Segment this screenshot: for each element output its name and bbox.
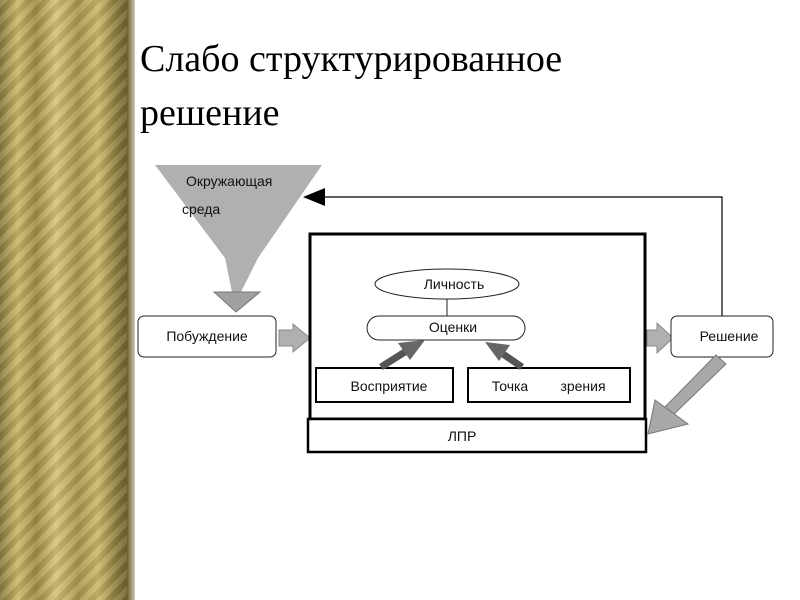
decision-label: Решение <box>700 328 759 344</box>
personality-label: Личность <box>424 276 485 292</box>
feedback-line <box>323 196 723 318</box>
perception-label: Восприятие <box>351 378 428 394</box>
environment-label-line-1: Окружающая <box>186 173 272 189</box>
decision-box <box>670 315 774 358</box>
decision-maker-bar <box>306 417 648 454</box>
viewpoint-box <box>467 367 631 403</box>
decision-to-decision-maker-arrow <box>647 354 727 435</box>
motivation-label: Побуждение <box>166 328 248 344</box>
viewpoint-label-word-2: зрения <box>560 378 605 394</box>
motivation-arrow <box>278 322 311 354</box>
environment-label-line-2: среда <box>182 201 220 217</box>
decision-maker-label: ЛПР <box>448 428 477 444</box>
environment-arrowhead <box>212 291 262 313</box>
motivation-box <box>137 315 277 358</box>
title-line-2: решение <box>140 92 280 134</box>
viewpoint-label-word-1: Точка <box>492 378 529 394</box>
decorative-left-band <box>0 0 135 600</box>
title-line-1: Слабо структурированное <box>140 38 563 80</box>
assessments-label: Оценки <box>429 319 477 335</box>
assessments-box <box>366 315 526 341</box>
feedback-arrowhead <box>303 188 325 206</box>
environment-funnel <box>155 165 322 292</box>
perception-to-assessments-arrow <box>379 340 425 370</box>
slide-title: Слабо структурированное решение <box>140 32 780 140</box>
viewpoint-to-assessments-arrow <box>485 342 524 370</box>
to-decision-arrow <box>646 321 674 355</box>
